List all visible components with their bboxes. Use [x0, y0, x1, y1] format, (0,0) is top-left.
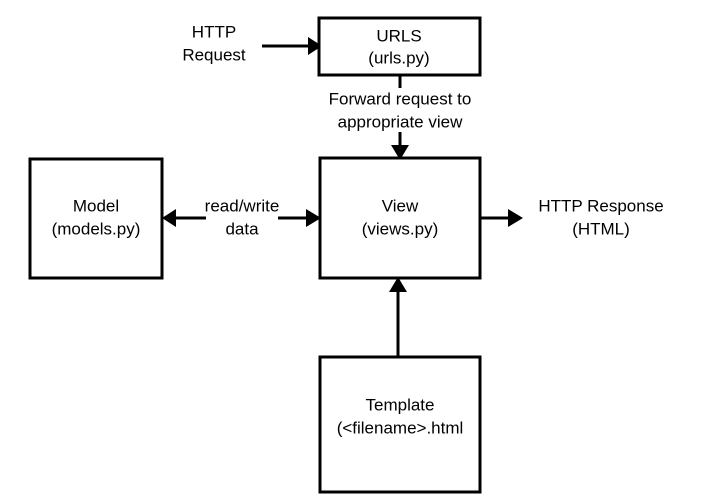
- node-template-line1: Template: [366, 395, 435, 414]
- label-read-write-line2: data: [225, 219, 259, 238]
- label-http-request: HTTP Request: [182, 22, 246, 64]
- label-forward-request-line2: appropriate view: [338, 112, 463, 131]
- edge-view-to-http-response: [480, 209, 523, 227]
- edge-http-request-to-urls: [262, 37, 322, 55]
- node-urls[interactable]: URLS (urls.py): [317, 16, 482, 77]
- node-urls-line1: URLS: [376, 26, 421, 45]
- node-view-line2: (views.py): [362, 219, 439, 238]
- node-model-line1: Model: [73, 196, 119, 215]
- label-forward-request-line1: Forward request to: [329, 89, 472, 108]
- edge-model-to-view: [278, 209, 321, 227]
- label-forward-request: Forward request to appropriate view: [320, 88, 482, 132]
- label-http-request-line1: HTTP: [192, 22, 236, 41]
- label-read-write-line1: read/write: [205, 196, 280, 215]
- label-http-request-line2: Request: [182, 45, 246, 64]
- label-read-write-data: read/write data: [205, 196, 280, 238]
- node-template[interactable]: Template (<filename>.html: [318, 355, 482, 494]
- edge-view-to-model: [162, 209, 206, 227]
- node-template-line2: (<filename>.html: [337, 418, 464, 437]
- label-http-response: HTTP Response (HTML): [538, 196, 663, 238]
- edge-template-to-view: [389, 277, 407, 357]
- node-model[interactable]: Model (models.py): [28, 157, 164, 280]
- node-view[interactable]: View (views.py): [318, 156, 482, 280]
- node-model-line2: (models.py): [52, 219, 141, 238]
- label-http-response-line2: (HTML): [572, 219, 630, 238]
- node-urls-line2: (urls.py): [368, 48, 429, 67]
- label-http-response-line1: HTTP Response: [538, 196, 663, 215]
- node-view-line1: View: [382, 196, 419, 215]
